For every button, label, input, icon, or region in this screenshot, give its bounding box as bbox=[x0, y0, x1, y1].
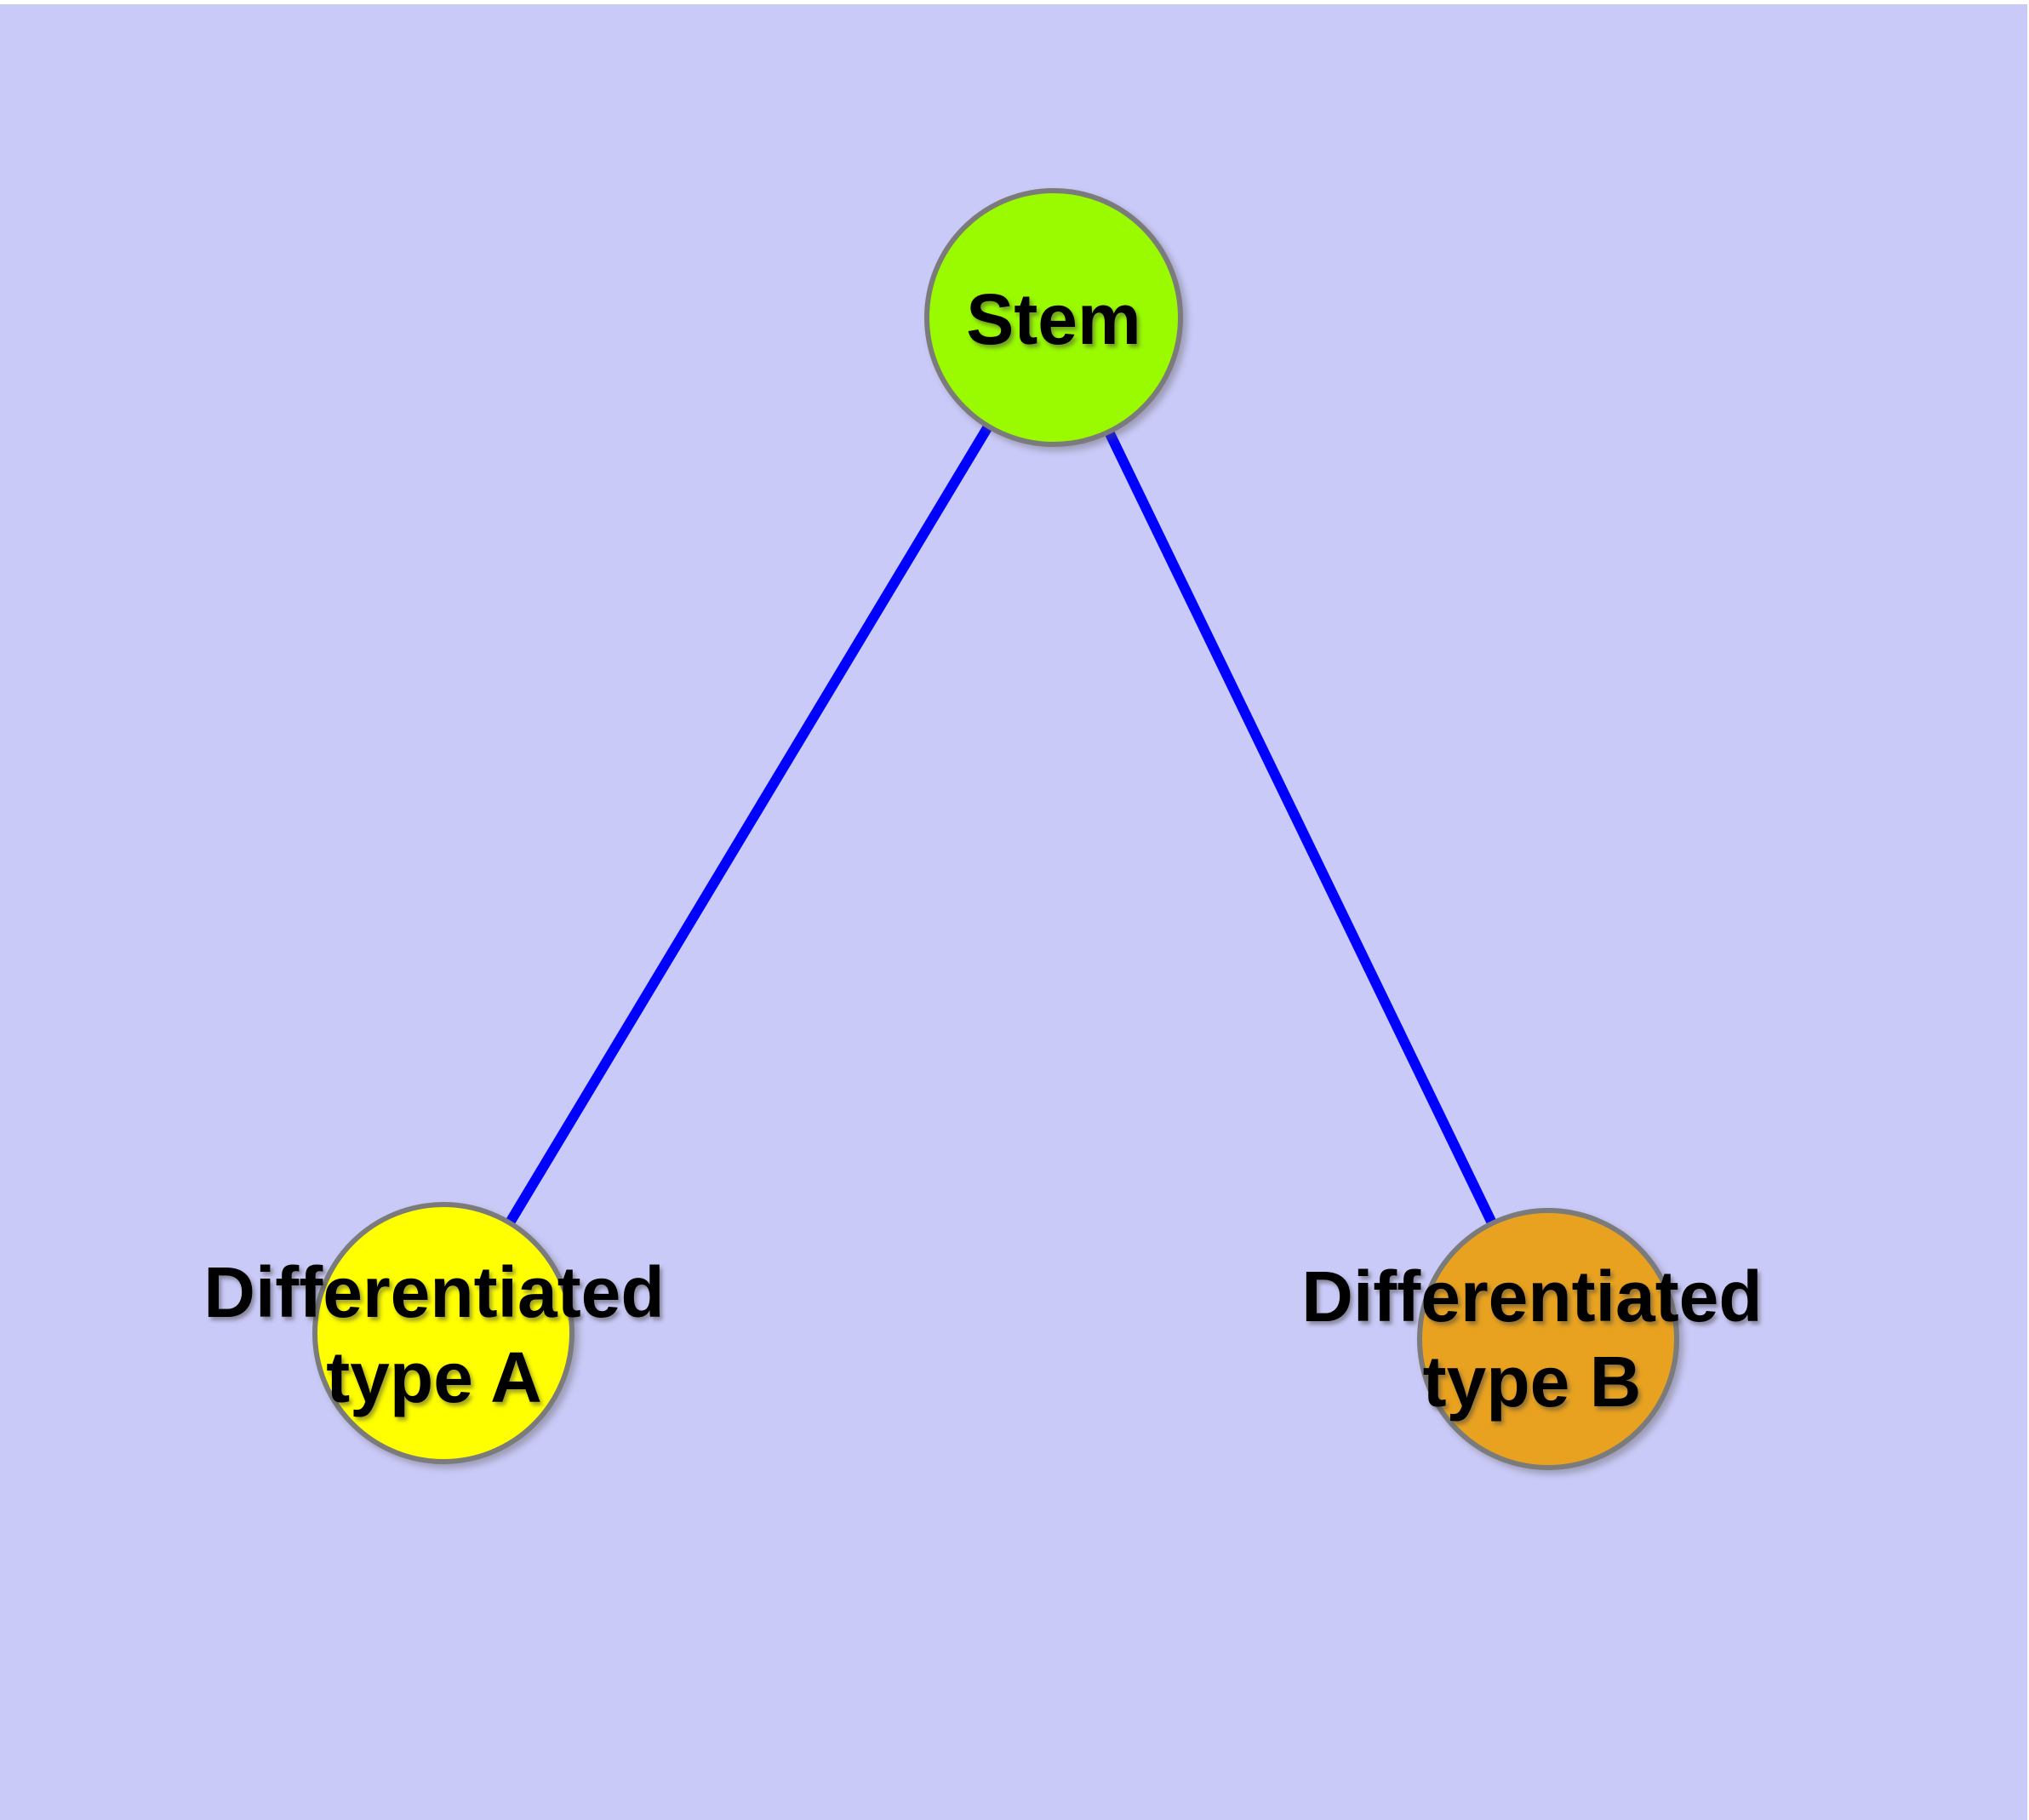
node-stem-label: Stem bbox=[966, 277, 1140, 362]
node-differentiated-type-b-circle bbox=[1417, 1208, 1679, 1470]
edge-stem-to-type-a bbox=[438, 314, 1059, 1336]
edge-stem-to-type-b bbox=[1049, 315, 1553, 1342]
node-differentiated-type-a-circle bbox=[312, 1202, 574, 1464]
node-differentiated-type-b-label-line1: Differentiated bbox=[1301, 1256, 1763, 1336]
node-stem-label-line1: Stem bbox=[966, 279, 1141, 359]
node-stem-circle bbox=[924, 188, 1183, 447]
node-differentiated-type-a-label: Differentiated type A bbox=[203, 1250, 664, 1420]
node-differentiated-type-b-label: Differentiated type B bbox=[1301, 1254, 1762, 1424]
node-differentiated-type-a-label-line2: type A bbox=[326, 1337, 542, 1417]
node-differentiated-type-a-label-line1: Differentiated bbox=[203, 1252, 665, 1332]
node-differentiated-type-b-label-line2: type B bbox=[1422, 1342, 1642, 1422]
